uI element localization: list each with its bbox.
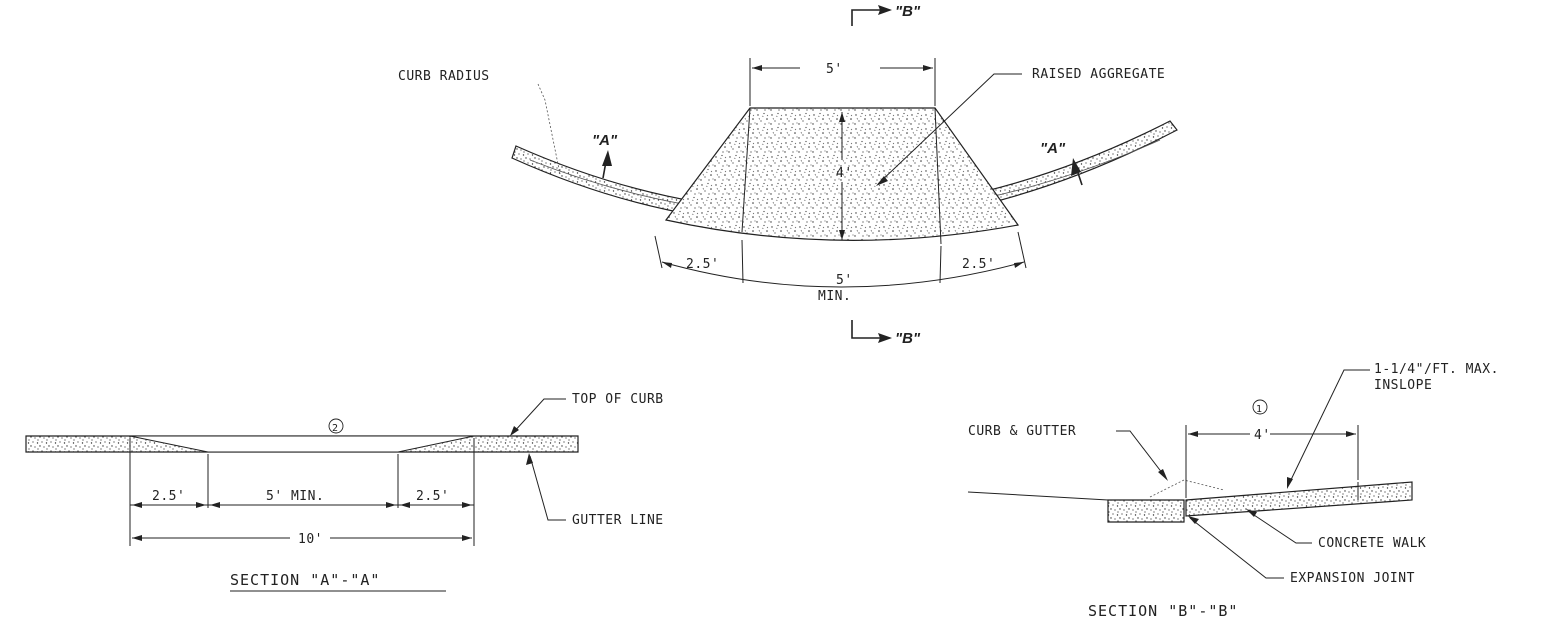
curb-gutter-label: CURB & GUTTER	[968, 424, 1076, 439]
raised-aggregate-area	[664, 107, 1020, 241]
section-a-note-number: 2	[332, 423, 339, 434]
section-b-gutter-block	[1107, 499, 1185, 523]
section-b-note-number: 1	[1256, 404, 1263, 415]
section-b-title: SECTION "B"-"B"	[1088, 602, 1238, 620]
plan-view: 5' 4' "B" "B" "A" "A" 2.5' 5' MIN.	[398, 3, 1178, 347]
section-a-title: SECTION "A"-"A"	[230, 571, 380, 589]
section-a-dim-right: 2.5'	[416, 489, 449, 504]
section-b-walk-slab	[1185, 481, 1413, 517]
slope-label-line1: 1-1/4"/FT. MAX.	[1374, 362, 1499, 377]
cut-a-right-label: "A"	[1040, 140, 1066, 157]
gutter-line-label: GUTTER LINE	[572, 513, 664, 528]
section-b-view: 1 4' CURB & GUTTER 1-1/4"/FT. MAX. INSLO…	[967, 362, 1499, 620]
top-of-curb-label: TOP OF CURB	[572, 392, 664, 407]
section-a-dim-total: 10'	[298, 532, 323, 547]
section-b-dim-width: 4'	[1254, 428, 1271, 443]
curb-radius-label: CURB RADIUS	[398, 69, 490, 84]
section-a-view: 2 TOP OF CURB GUTTER LINE 2.5' 5' MIN. 2…	[25, 392, 664, 592]
section-a-dim-left: 2.5'	[152, 489, 185, 504]
plan-height-label: 4'	[836, 166, 853, 181]
expansion-joint-label: EXPANSION JOINT	[1290, 571, 1415, 586]
section-a-dim-center: 5' MIN.	[266, 489, 324, 504]
slope-label-line2: INSLOPE	[1374, 378, 1432, 393]
concrete-walk-label: CONCRETE WALK	[1318, 536, 1426, 551]
plan-width-top-label: 5'	[826, 62, 843, 77]
plan-flare-left-label: 2.5'	[686, 257, 719, 272]
cut-a-left-label: "A"	[592, 132, 618, 149]
cut-b-bottom-label: "B"	[895, 330, 921, 347]
cut-b-top-label: "B"	[895, 3, 921, 20]
plan-center-min-label: MIN.	[818, 289, 851, 304]
raised-aggregate-label: RAISED AGGREGATE	[1032, 67, 1165, 82]
plan-center-label: 5'	[836, 273, 853, 288]
plan-flare-right-label: 2.5'	[962, 257, 995, 272]
